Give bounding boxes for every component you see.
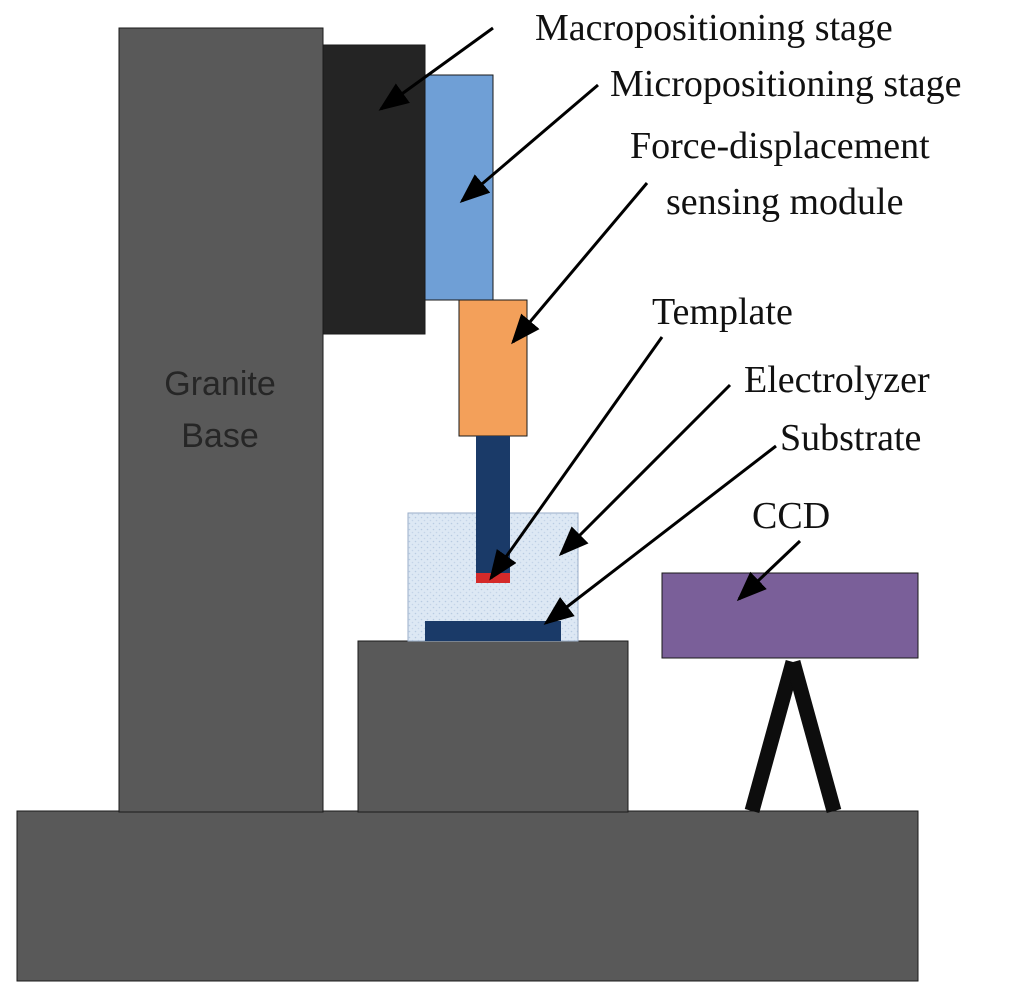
- tripod-leg-left: [744, 660, 801, 813]
- force-displacement-module: [458, 299, 528, 437]
- granite-floor-slab: [16, 810, 919, 982]
- granite-base-label-line1: Granite: [164, 365, 276, 403]
- tripod-leg-right: [785, 660, 842, 813]
- granite-column: [118, 27, 324, 813]
- electrolyzer-label: Electrolyzer: [744, 359, 930, 401]
- electrolyzer-arrow: [558, 383, 732, 557]
- macropositioning-arrow: [378, 26, 494, 111]
- template-rod: [476, 436, 510, 574]
- micropositioning-stage: [424, 74, 494, 301]
- ccd-arrow: [736, 539, 802, 602]
- substrate-arrow: [543, 444, 777, 625]
- force-displacement-label-line2: sensing module: [666, 181, 903, 223]
- ccd-camera: [661, 572, 919, 659]
- template-label: Template: [652, 291, 793, 333]
- macropositioning-stage-label: Macropositioning stage: [535, 7, 893, 49]
- pedestal: [357, 640, 629, 813]
- force-displacement-arrow: [511, 182, 649, 345]
- substrate-label: Substrate: [780, 417, 921, 459]
- micropositioning-arrow: [459, 83, 599, 203]
- ccd-label: CCD: [752, 495, 830, 537]
- granite-base-label-line2: Base: [181, 417, 259, 455]
- micropositioning-stage-label: Micropositioning stage: [610, 63, 961, 105]
- template-arrow: [489, 336, 664, 581]
- substrate: [425, 621, 561, 641]
- force-displacement-label-line1: Force-displacement: [630, 125, 930, 167]
